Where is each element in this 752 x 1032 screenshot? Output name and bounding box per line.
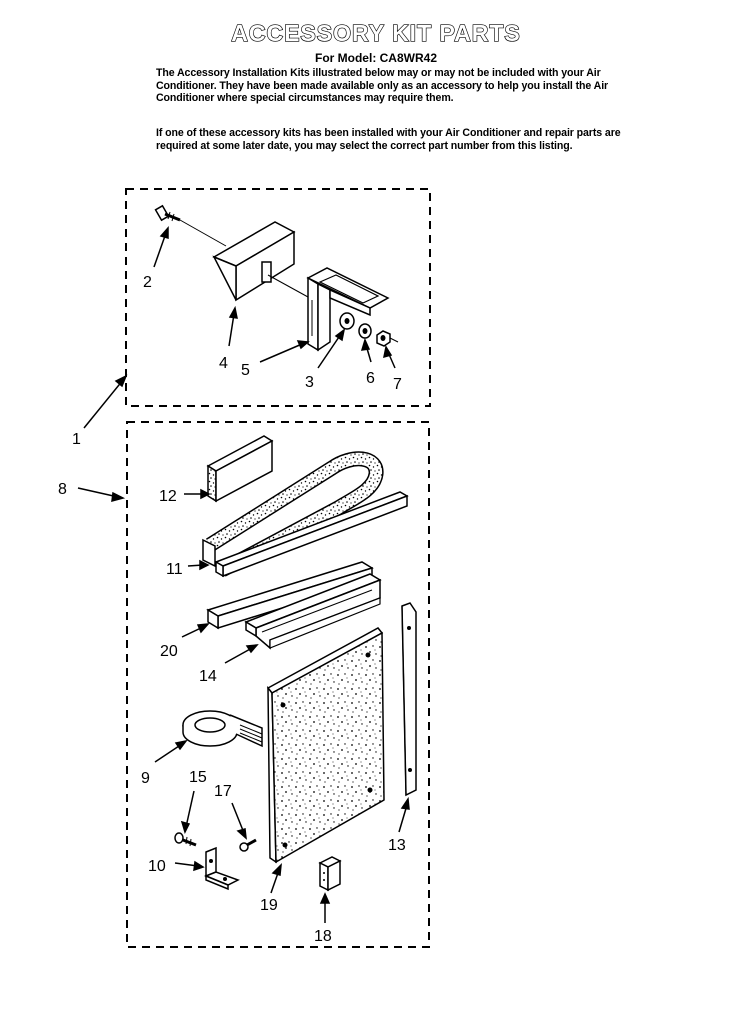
callout-11: 11 [166,561,183,578]
insulation-panel-part-19 [266,627,385,864]
clip-bracket-part-10 [204,846,240,891]
foam-seal-part-11 [202,451,384,577]
kit-box-8 [126,421,430,948]
washer-part-3 [339,312,355,330]
tape-roll-part-9 [182,710,263,748]
callout-13: 13 [388,837,406,854]
callout-12: 12 [159,488,177,505]
lock-washer-part-6 [358,323,372,339]
nut-part-7 [376,330,399,347]
channel-part-14 [244,573,382,650]
screw-part-17 [239,838,257,852]
intro-paragraph-1: The Accessory Installation Kits illustra… [156,67,609,105]
callout-18: 18 [314,928,332,945]
callout-7: 7 [393,376,402,393]
callout-14: 14 [199,668,217,685]
callout-10: 10 [148,858,166,875]
screw-part-2 [154,204,227,247]
block-part-18 [318,856,342,892]
callout-1: 1 [72,431,81,448]
callout-3: 3 [305,374,314,391]
callout-17: 17 [214,783,232,800]
callout-5: 5 [241,362,250,379]
model-line: For Model: CA8WR42 [314,51,437,65]
callout-19: 19 [260,897,278,914]
callout-8: 8 [58,481,67,498]
callout-2: 2 [143,274,152,291]
intro-paragraph-2: If one of these accessory kits has been … [156,127,621,152]
callout-15: 15 [189,769,207,786]
side-strip-part-13 [401,602,417,797]
screw-part-15 [174,832,197,847]
cover-bracket-part-4 [212,221,309,302]
page-title: ACCESSORY KIT PARTS [231,19,521,46]
angle-strip [214,491,409,578]
leader-lines [77,226,410,923]
foam-block-part-12 [206,435,274,503]
callout-20: 20 [160,643,178,660]
callout-4: 4 [219,355,228,372]
kit-box-1 [125,188,431,407]
support-bracket-part-5 [306,267,390,352]
callout-9: 9 [141,770,150,787]
callout-6: 6 [366,370,375,387]
